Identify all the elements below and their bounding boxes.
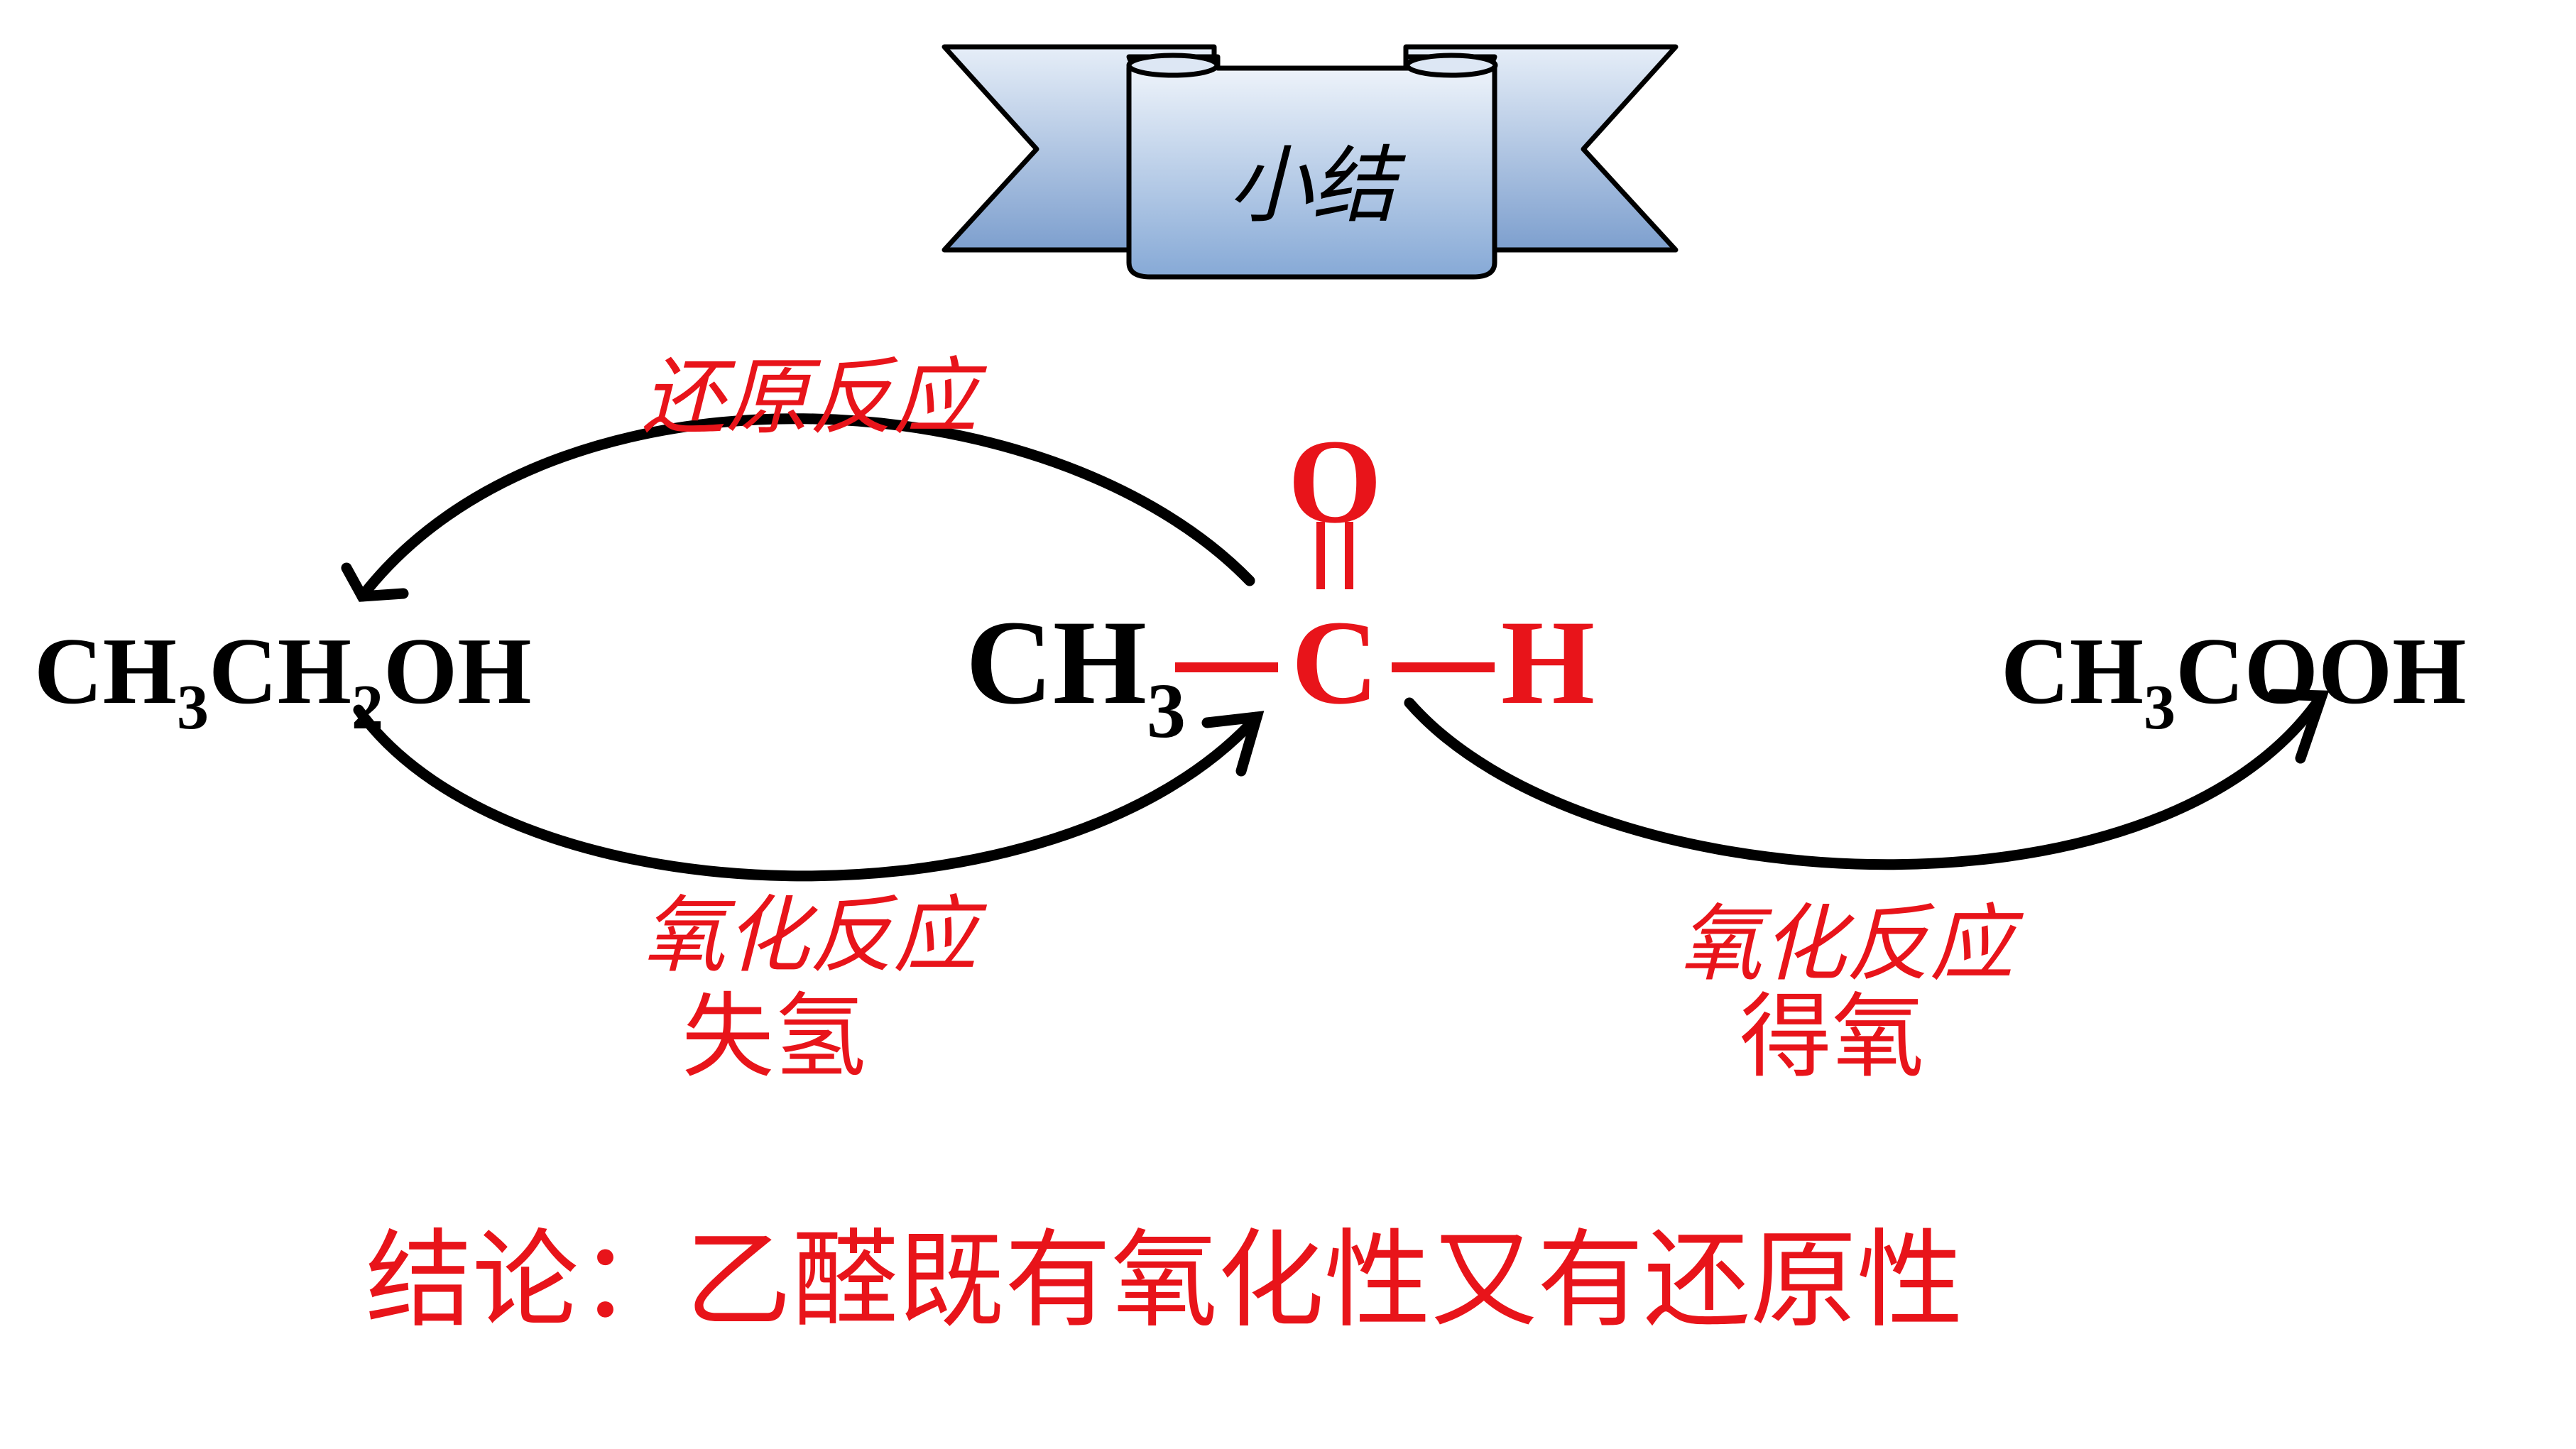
conclusion-text: 结论：乙醛既有氧化性又有还原性 [366, 1219, 1963, 1343]
oxidation-right-arrowhead-icon [2268, 689, 2330, 764]
methyl-subscript: 3 [1147, 667, 1186, 754]
reaction-arrows [341, 413, 2330, 882]
oxidation-right-note: 得氧 [1740, 983, 1924, 1090]
ethanol-part-1: CH [34, 618, 177, 723]
methyl-group: CH [966, 596, 1147, 729]
carbonyl-carbon: C [1292, 596, 1379, 729]
oxidation-left-label: 氧化反应 [642, 886, 988, 984]
acetic-acid-formula: CH3COOH [2001, 618, 2466, 743]
oxidation-right-label: 氧化反应 [1679, 895, 2024, 993]
banner-left-curl [1126, 53, 1220, 78]
reduction-label: 还原反应 [642, 348, 988, 446]
ethanol-sub-2: 2 [351, 672, 383, 743]
ethanol-part-3: OH [383, 618, 531, 723]
aldehyde-hydrogen: H [1501, 596, 1595, 729]
oxidation-left-note: 失氢 [682, 983, 866, 1090]
oxidation-left-arc [353, 704, 1262, 882]
banner-ribbon [942, 44, 1679, 280]
acetic-sub-1: 3 [2144, 672, 2176, 743]
ethanol-part-2: CH [209, 618, 351, 723]
acetic-part-1: CH [2001, 618, 2144, 723]
ethanol-formula: CH3CH2OH [34, 618, 531, 743]
carbonyl-oxygen: O [1288, 415, 1382, 548]
reduction-arc [356, 413, 1255, 602]
acetic-part-2: COOH [2176, 618, 2466, 723]
oxidation-right-arc [1404, 690, 2327, 870]
ethanol-sub-1: 3 [177, 672, 209, 743]
acetaldehyde-methyl: CH3 [966, 596, 1186, 754]
oxidation-left-arrowhead-icon [1201, 711, 1265, 777]
banner-right-curl [1404, 53, 1498, 78]
banner-title: 小结 [1228, 136, 1407, 234]
reduction-arrowhead-icon [341, 562, 409, 602]
